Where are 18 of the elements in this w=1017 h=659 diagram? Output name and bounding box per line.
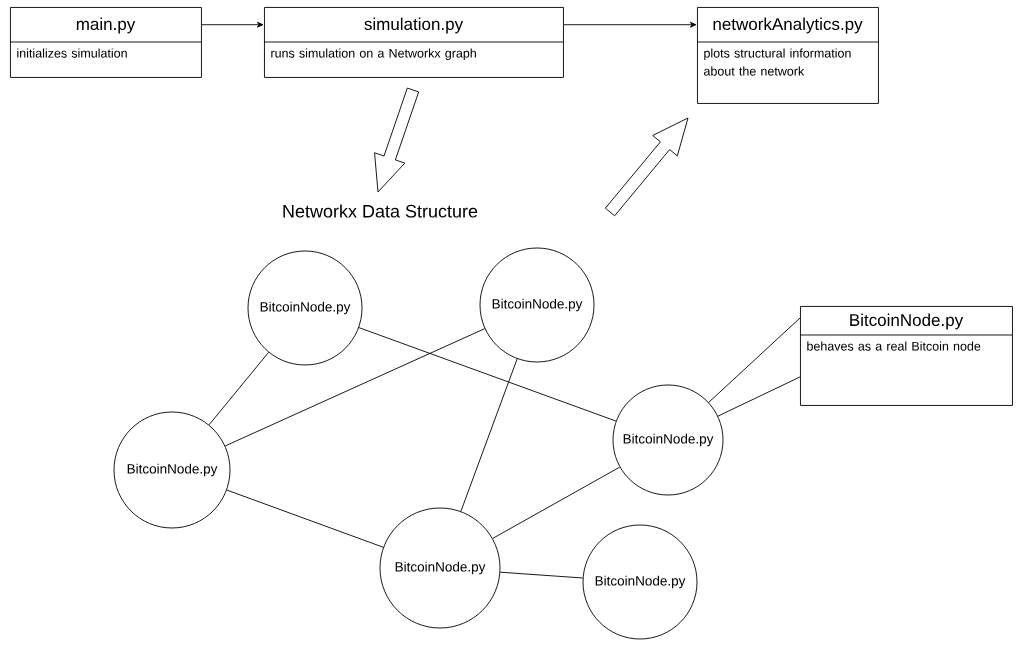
graph-edge (224, 328, 486, 447)
arrow (563, 21, 697, 28)
leader-line (717, 376, 801, 417)
class-box: BitcoinNode.py behaves as a real Bitcoin node (799, 306, 1013, 406)
graph-edge (492, 466, 621, 539)
graph-edge (226, 489, 384, 548)
graph-edge (460, 358, 518, 512)
leader-line (707, 317, 801, 404)
class-box: main.py initializes simulation (9, 7, 202, 78)
graph-edge (208, 351, 269, 426)
block-arrow (374, 87, 420, 193)
class-box: networkAnalytics.py plots structural information about the network (696, 7, 879, 104)
graph-edge (358, 327, 617, 422)
graph-edge (499, 571, 584, 579)
arrow (201, 21, 264, 28)
class-box: simulation.py runs simulation on a Networkx graph (263, 7, 564, 78)
heading-text: Networkx Data Structure (283, 204, 478, 218)
block-arrow (604, 117, 689, 217)
